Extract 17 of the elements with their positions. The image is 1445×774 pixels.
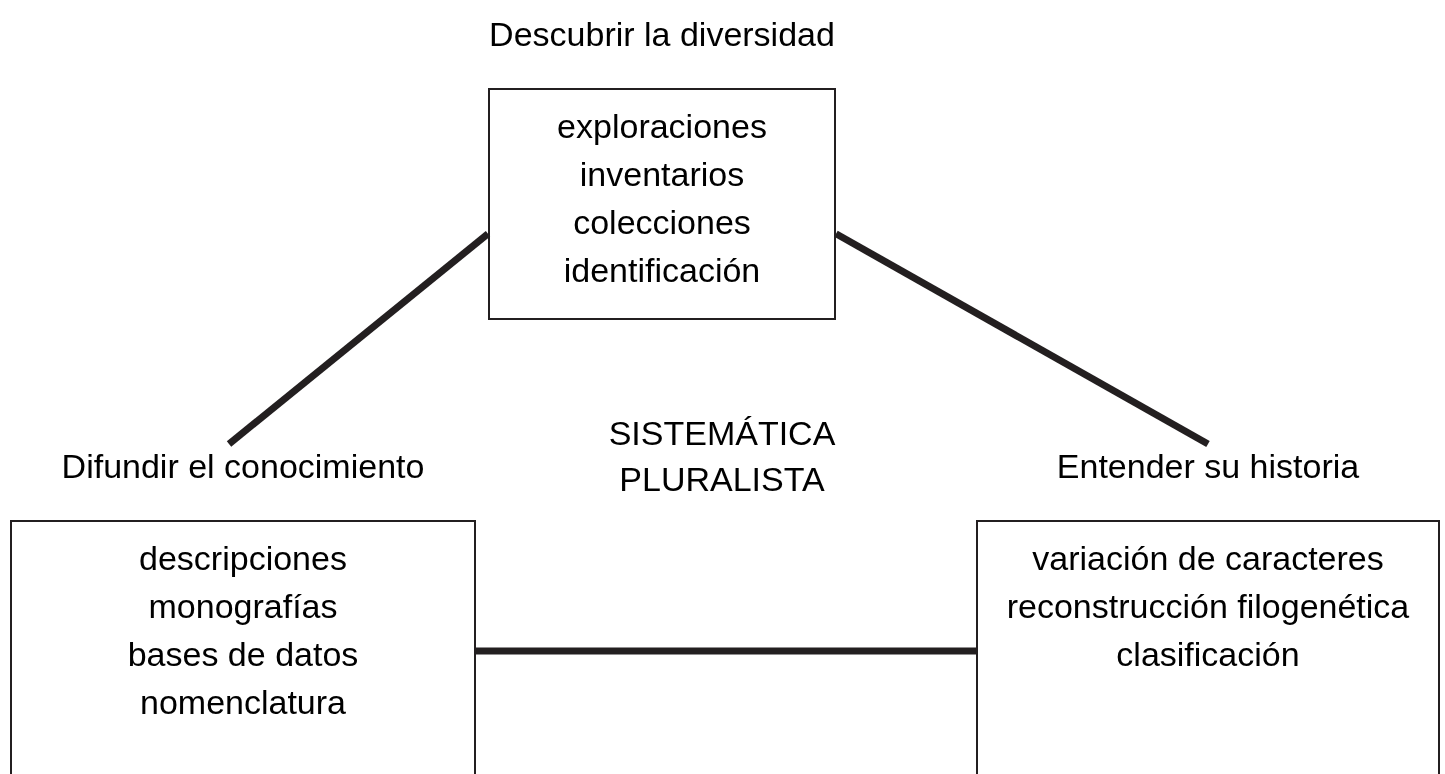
list-item: identificación xyxy=(562,250,762,291)
list-item: inventarios xyxy=(578,154,746,195)
node-heading: Descubrir la diversidad xyxy=(489,14,835,55)
list-item: bases de datos xyxy=(126,634,360,675)
list-item: reconstrucción filogenética xyxy=(1005,586,1411,627)
list-item: monografías xyxy=(147,586,339,627)
list-item: exploraciones xyxy=(556,106,768,147)
list-item: nomenclatura xyxy=(139,682,347,723)
center-label: SISTEMÁTICA PLURALISTA xyxy=(607,413,837,500)
connector-line xyxy=(226,231,491,447)
node-heading: Entender su historia xyxy=(1056,446,1360,487)
connector-line xyxy=(834,230,1210,448)
list-item: descripciones xyxy=(138,538,348,579)
list-item: clasificación xyxy=(1115,634,1301,675)
list-item: colecciones xyxy=(572,202,752,243)
list-item: variación de caracteres xyxy=(1031,538,1385,579)
node-heading: Difundir el conocimiento xyxy=(61,446,425,487)
